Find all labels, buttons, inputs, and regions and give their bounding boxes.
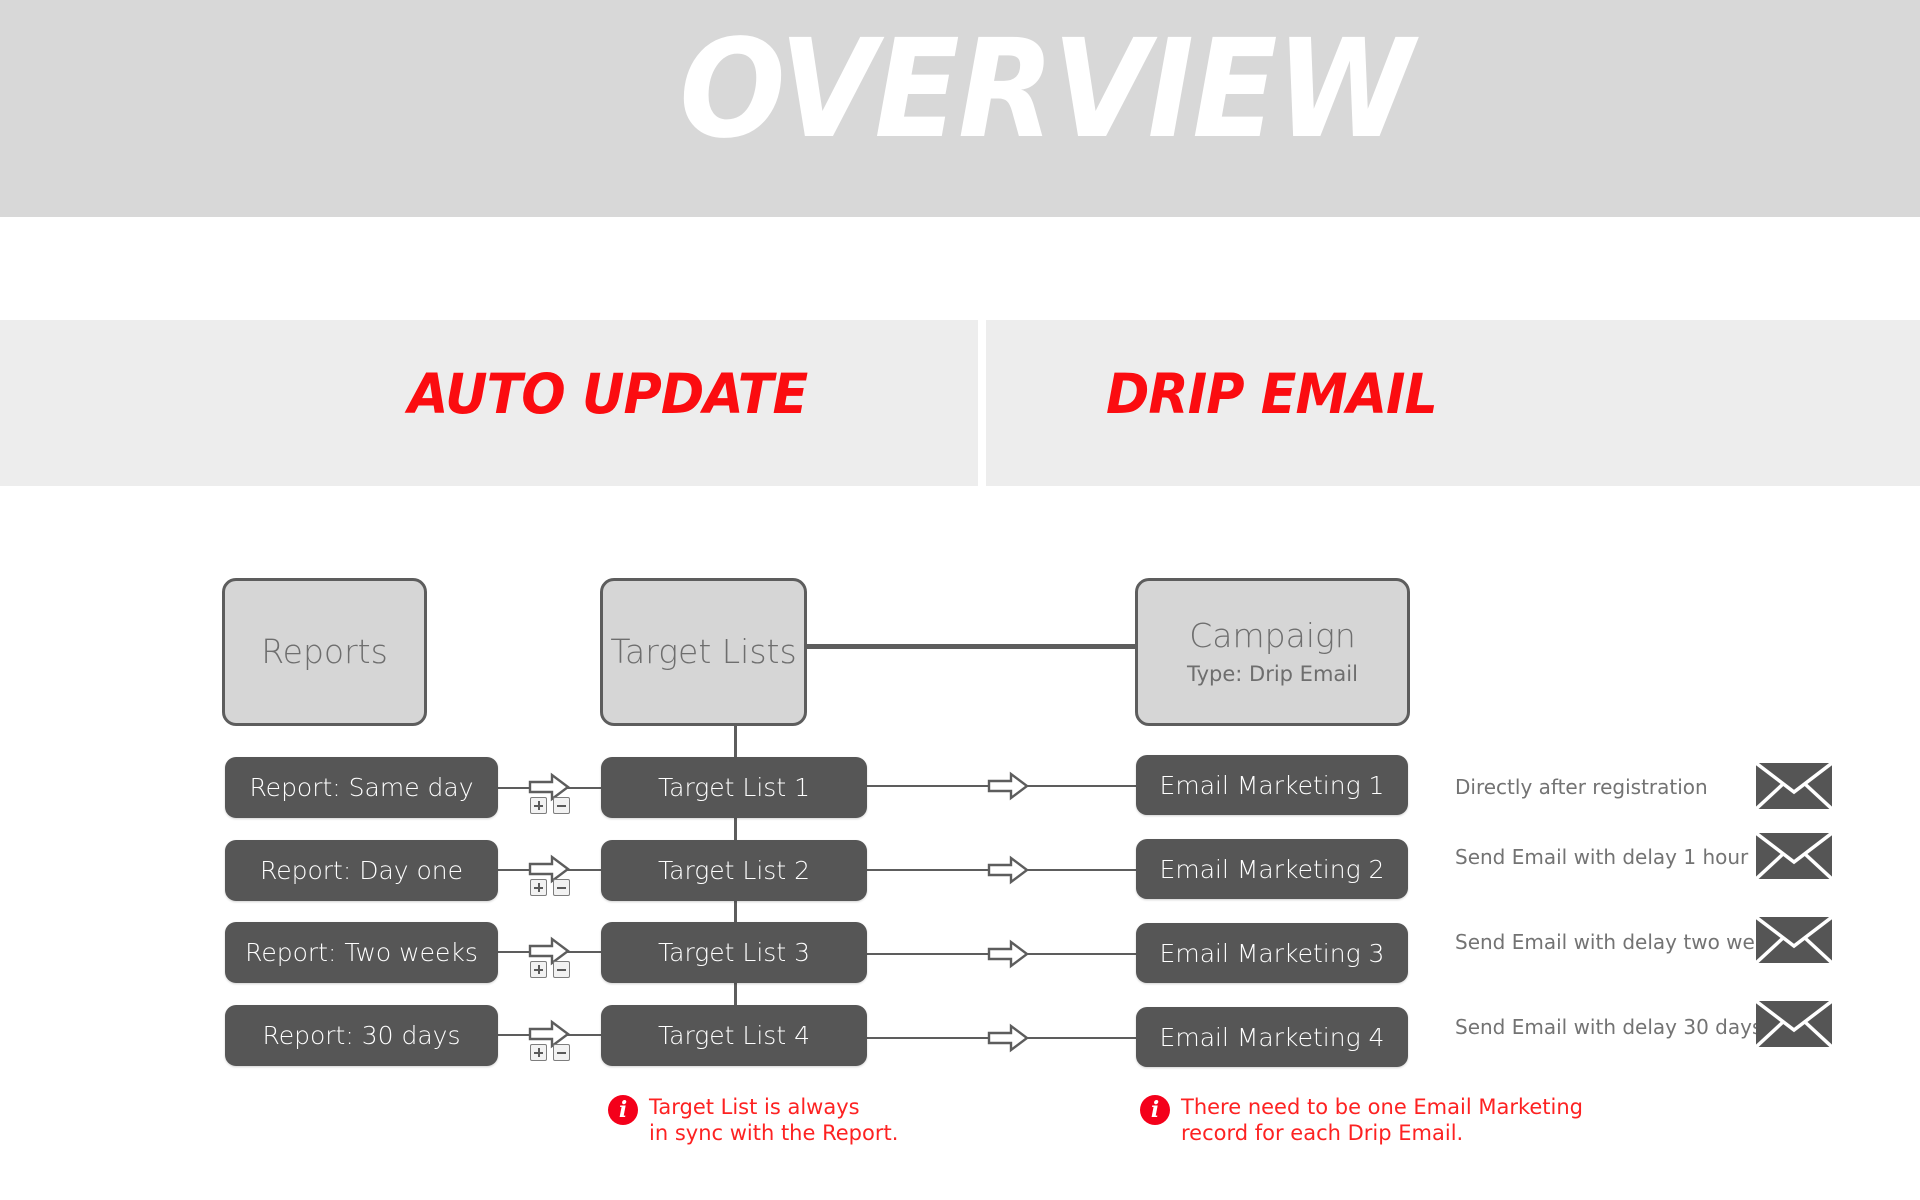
entity-box-reports[interactable]: Reports <box>222 578 427 726</box>
arrow-right-icon-sync-3[interactable] <box>528 936 570 970</box>
email-marketing-box-2[interactable]: Email Marketing 2 <box>1136 839 1408 899</box>
page-title: OVERVIEW <box>679 11 1414 169</box>
sync-add-button-3[interactable] <box>530 961 547 978</box>
email-marketing-label-2: Email Marketing 2 <box>1159 854 1385 884</box>
target-list-label-1: Target List 1 <box>658 773 810 802</box>
sync-toggles-2[interactable] <box>530 879 570 896</box>
email-marketing-box-4[interactable]: Email Marketing 4 <box>1136 1007 1408 1067</box>
section-title-drip-email: DRIP EMAIL <box>1106 362 1438 426</box>
target-list-label-2: Target List 2 <box>658 856 810 885</box>
sync-remove-button-1[interactable] <box>553 797 570 814</box>
email-marketing-label-3: Email Marketing 3 <box>1159 938 1385 968</box>
sync-add-button-2[interactable] <box>530 879 547 896</box>
report-box-3[interactable]: Report: Two weeks <box>225 922 498 983</box>
arrow-right-icon-sync-4[interactable] <box>528 1019 570 1053</box>
entity-subtitle-campaign: Type: Drip Email <box>1187 662 1358 687</box>
target-list-box-2[interactable]: Target List 2 <box>601 840 867 901</box>
delay-label-3: Send Email with delay two weeks <box>1455 930 1790 954</box>
entity-title-campaign: Campaign <box>1189 615 1356 655</box>
target-list-box-4[interactable]: Target List 4 <box>601 1005 867 1066</box>
report-label-2: Report: Day one <box>259 856 464 885</box>
delay-label-4: Send Email with delay 30 days <box>1455 1015 1763 1039</box>
connector-targetlists-campaign <box>700 644 1138 649</box>
entity-box-campaign[interactable]: Campaign Type: Drip Email <box>1135 578 1410 726</box>
report-box-2[interactable]: Report: Day one <box>225 840 498 901</box>
footnote-text-1: Target List is always in sync with the R… <box>649 1095 899 1145</box>
delay-label-1: Directly after registration <box>1455 775 1708 799</box>
report-box-1[interactable]: Report: Same day <box>225 757 498 818</box>
target-list-box-1[interactable]: Target List 1 <box>601 757 867 818</box>
report-label-3: Report: Two weeks <box>245 938 478 967</box>
sync-toggles-1[interactable] <box>530 797 570 814</box>
target-list-box-3[interactable]: Target List 3 <box>601 922 867 983</box>
email-marketing-label-1: Email Marketing 1 <box>1159 770 1385 800</box>
info-icon-1: i <box>608 1095 638 1125</box>
arrow-right-icon-drip-4[interactable] <box>987 1023 1029 1057</box>
arrow-right-icon-drip-3[interactable] <box>987 939 1029 973</box>
entity-box-target-lists[interactable]: Target Lists <box>600 578 807 726</box>
entity-title-target-lists: Target Lists <box>610 631 797 671</box>
target-list-label-3: Target List 3 <box>658 938 810 967</box>
info-icon-2: i <box>1140 1095 1170 1125</box>
section-band-auto-update: AUTO UPDATE <box>0 320 978 486</box>
sync-toggles-4[interactable] <box>530 1044 570 1061</box>
footnote-text-2: There need to be one Email Marketing rec… <box>1181 1095 1584 1145</box>
email-marketing-label-4: Email Marketing 4 <box>1159 1022 1385 1052</box>
arrow-right-icon-drip-2[interactable] <box>987 855 1029 889</box>
arrow-right-icon-sync-1[interactable] <box>528 772 570 806</box>
sync-remove-button-2[interactable] <box>553 879 570 896</box>
report-label-1: Report: Same day <box>249 773 474 802</box>
target-list-label-4: Target List 4 <box>658 1021 810 1050</box>
sync-add-button-1[interactable] <box>530 797 547 814</box>
arrow-right-icon-drip-1[interactable] <box>987 771 1029 805</box>
envelope-icon-1 <box>1754 761 1834 814</box>
entity-title-reports: Reports <box>261 631 388 671</box>
arrow-right-icon-sync-2[interactable] <box>528 854 570 888</box>
footnote-target-list-sync: i Target List is always in sync with the… <box>608 1095 898 1146</box>
email-marketing-box-1[interactable]: Email Marketing 1 <box>1136 755 1408 815</box>
envelope-icon-3 <box>1754 915 1834 968</box>
delay-label-2: Send Email with delay 1 hour <box>1455 845 1749 869</box>
section-title-auto-update: AUTO UPDATE <box>408 362 808 426</box>
footnote-email-marketing-record: i There need to be one Email Marketing r… <box>1140 1095 1583 1146</box>
header-band: OVERVIEW <box>0 0 1920 217</box>
report-box-4[interactable]: Report: 30 days <box>225 1005 498 1066</box>
sync-add-button-4[interactable] <box>530 1044 547 1061</box>
sync-remove-button-4[interactable] <box>553 1044 570 1061</box>
envelope-icon-2 <box>1754 831 1834 884</box>
report-label-4: Report: 30 days <box>262 1021 461 1050</box>
sync-toggles-3[interactable] <box>530 961 570 978</box>
envelope-icon-4 <box>1754 999 1834 1052</box>
section-band-drip-email: DRIP EMAIL <box>986 320 1920 486</box>
sync-remove-button-3[interactable] <box>553 961 570 978</box>
email-marketing-box-3[interactable]: Email Marketing 3 <box>1136 923 1408 983</box>
